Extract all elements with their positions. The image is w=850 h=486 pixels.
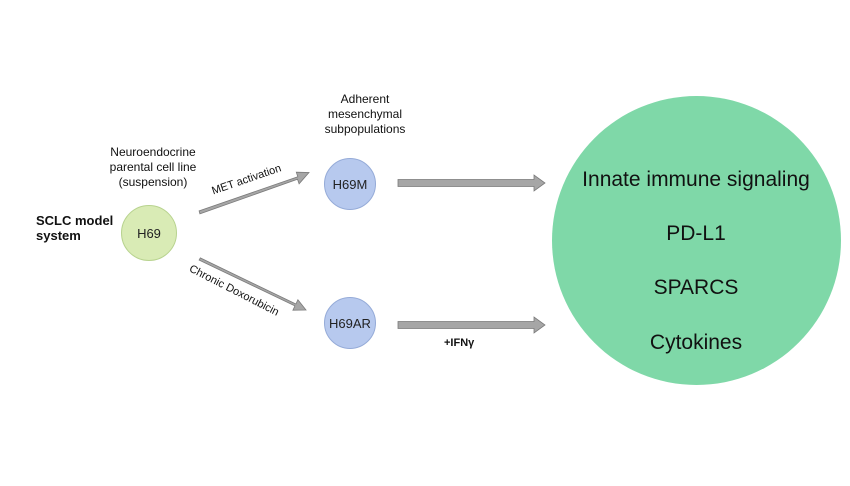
- arrow-dox: [198, 257, 307, 311]
- parental-caption-line3: (suspension): [118, 175, 188, 189]
- subpop-caption-line3: subpopulations: [324, 122, 406, 136]
- subpop-caption-line1: Adherent: [340, 92, 390, 106]
- outcome-sparcs: SPARCS: [653, 276, 739, 299]
- outcome-innate-immune: Innate immune signaling: [582, 168, 810, 191]
- arrow-h69ar-out: [397, 316, 546, 334]
- subpop-caption: Adherent mesenchymal subpopulations: [325, 92, 406, 137]
- model-label-line2: system: [36, 228, 81, 243]
- arrow-h69m-out: [397, 174, 546, 192]
- model-label-line1: SCLC model: [36, 213, 114, 228]
- outcome-circle: [552, 96, 841, 385]
- edge-label-ifn: +IFNγ: [444, 337, 475, 349]
- node-h69m: H69M: [324, 158, 376, 210]
- subpop-caption-line2: mesenchymal: [327, 107, 403, 121]
- outcome-cytokines: Cytokines: [649, 331, 743, 354]
- parental-caption-line2: parental cell line: [109, 160, 197, 174]
- parental-caption: Neuroendocrine parental cell line (suspe…: [110, 145, 197, 190]
- node-h69ar: H69AR: [324, 297, 376, 349]
- outcome-pd-l1: PD-L1: [666, 222, 726, 245]
- model-label: SCLC model system: [36, 213, 113, 243]
- parental-caption-line1: Neuroendocrine: [110, 145, 196, 159]
- arrow-met: [198, 171, 310, 215]
- node-h69: H69: [121, 205, 177, 261]
